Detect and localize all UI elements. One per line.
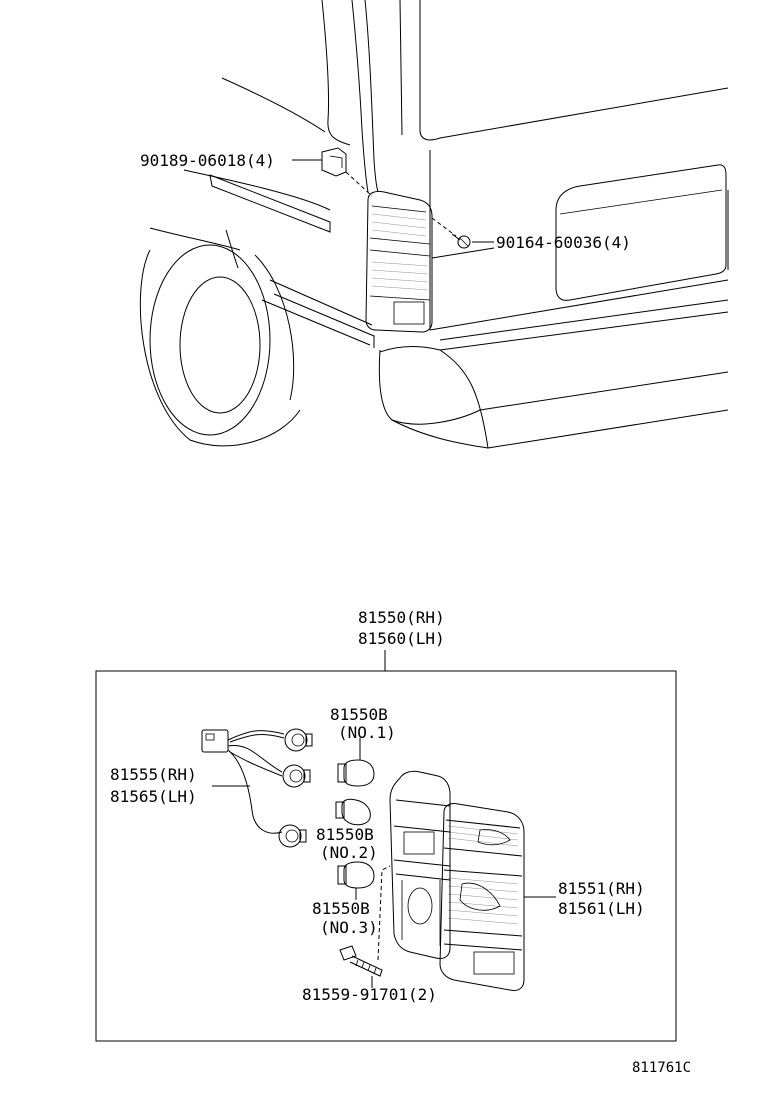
bulb3-position: (NO.3) <box>320 918 378 937</box>
assembly-box <box>95 670 677 1042</box>
bulb-no2-icon <box>335 798 371 826</box>
bulb2-position: (NO.2) <box>320 843 378 862</box>
bulb3-part-number: 81550B <box>312 899 370 918</box>
bulb-no3-icon <box>337 861 375 889</box>
bulb-no1-icon <box>337 759 375 787</box>
screw-90164-icon <box>451 233 471 249</box>
socket-rh-part-number: 81555(RH) <box>110 765 197 784</box>
socket-wire-harness-icon <box>201 728 313 848</box>
assembly-lh-part-number: 81560(LH) <box>358 629 445 648</box>
socket-lh-part-number: 81565(LH) <box>110 787 197 806</box>
figure-code: 811761C <box>632 1060 691 1076</box>
lens-rh-part-number: 81551(RH) <box>558 879 645 898</box>
clip-part-number: 90189-06018(4) <box>140 151 275 170</box>
screw-top-part-number: 90164-60036(4) <box>496 233 631 252</box>
bulb2-part-number: 81550B <box>316 825 374 844</box>
screw-bottom-part-number: 81559-91701(2) <box>302 985 437 1004</box>
screw-81559-icon <box>339 945 383 977</box>
clip-90189-icon <box>321 147 347 177</box>
lamp-housing-icon <box>389 770 451 959</box>
assembly-rh-part-number: 81550(RH) <box>358 608 445 627</box>
lens-lh-part-number: 81561(LH) <box>558 899 645 918</box>
lamp-lens-icon <box>439 803 525 991</box>
vehicle-rear-illustration <box>139 0 729 449</box>
bulb1-part-number: 81550B <box>330 705 388 724</box>
bulb1-position: (NO.1) <box>338 723 396 742</box>
